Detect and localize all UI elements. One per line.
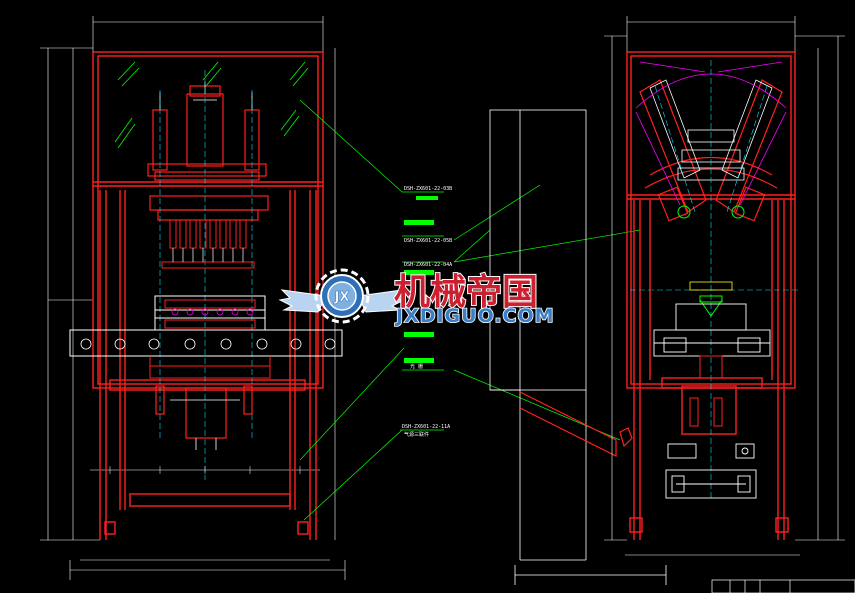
callout-marker-bars [404,196,438,363]
front-view [40,16,346,580]
watermark: JX 机械帝国 JXDIGUO.COM [278,268,555,328]
callout-labels: DSH-ZX601-22-03B DSH-ZX601-22-05B DSH-ZX… [402,186,452,438]
side-view [489,109,667,585]
right-frame [626,51,796,540]
left-punch-rods [161,219,255,269]
left-press-cylinders [147,70,269,480]
right-pneumatic-box [665,443,757,499]
right-angled-cylinders [630,60,800,500]
annotation-5: DSH-ZX601-22-11A [402,424,450,430]
annotation-3: DSH-ZX601-22-04A [404,262,452,268]
left-dimension-lines [40,16,346,580]
right-dimension-lines [604,16,845,556]
logo-letters: JX [334,290,350,305]
watermark-brand-en: JXDIGUO.COM [394,305,555,327]
right-wing-icon [357,289,406,313]
left-frame [92,51,324,540]
left-die-block [69,295,343,379]
right-view [604,16,845,556]
left-lower-cylinder [155,385,253,450]
annotation-6: 气源三联件 [404,431,429,438]
left-glass-hatching [114,61,309,149]
gear-wings-logo-icon: JX [278,268,406,324]
annotation-1: DSH-ZX601-22-03B [404,186,452,192]
title-block [711,579,855,593]
annotation-2: DSH-ZX601-22-05B [404,238,452,244]
left-lower-dims [109,466,301,474]
annotation-4: 光 栅 [410,363,423,370]
callout-leaders [299,99,641,521]
right-die-block [653,303,771,427]
left-wing-icon [278,289,327,313]
watermark-brand-cn: 机械帝国 [394,272,538,313]
